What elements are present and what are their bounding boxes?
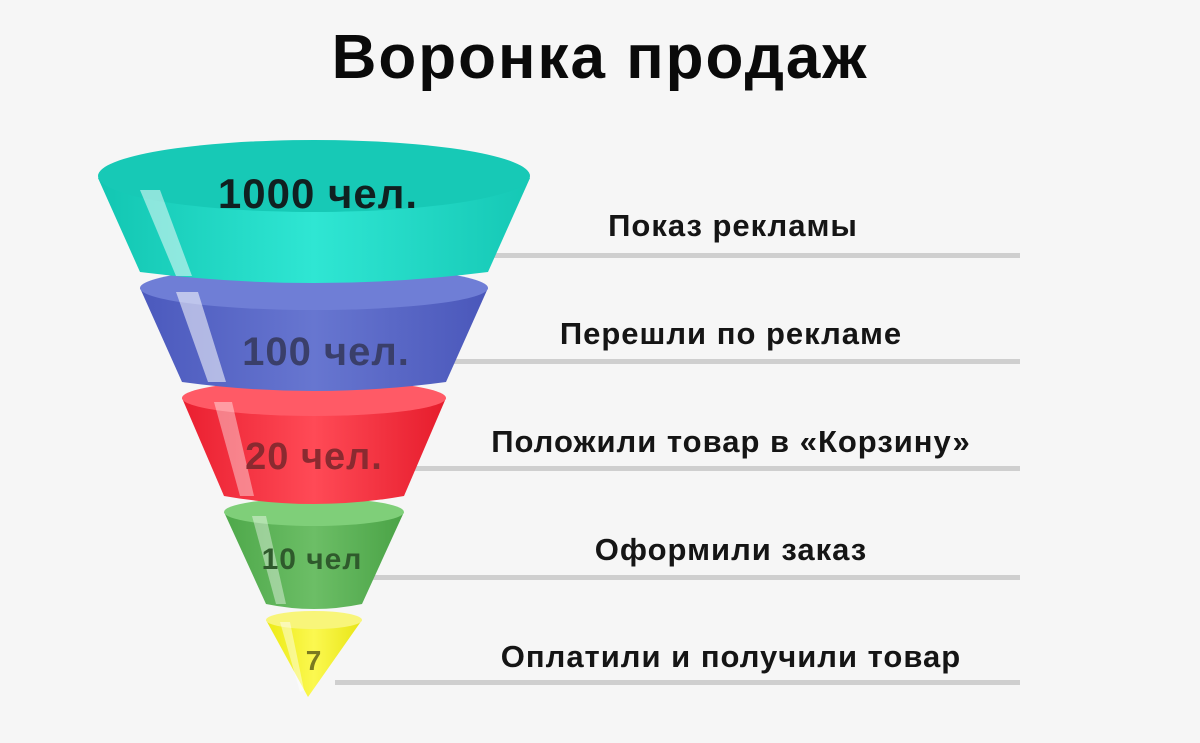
count-label-4: 10 чел xyxy=(261,543,363,576)
stage-label-2: Перешли по рекламе xyxy=(559,316,903,351)
stage-label-3: Положили товар в «Корзину» xyxy=(491,424,971,459)
stage-label-4: Оформили заказ xyxy=(594,532,868,567)
stage-label-5: Оплатили и получили товар xyxy=(500,639,962,674)
stage-label-1: Показ рекламы xyxy=(608,208,858,243)
funnel-segment-1 xyxy=(98,140,530,283)
connector-line xyxy=(440,359,1020,364)
page-title: Воронка продаж xyxy=(331,23,869,92)
connector-line xyxy=(405,466,1020,471)
count-label-1: 1000 чел. xyxy=(217,170,419,217)
funnel-segment-5 xyxy=(266,611,362,697)
connector-line xyxy=(370,575,1020,580)
connector-line xyxy=(470,253,1020,258)
count-label-3: 20 чел. xyxy=(245,436,383,478)
funnel-segment-4 xyxy=(224,498,404,609)
count-label-2: 100 чел. xyxy=(242,330,410,374)
count-label-5: 7 xyxy=(305,645,323,676)
funnel-segment-3 xyxy=(182,380,446,504)
connector-line xyxy=(335,680,1020,685)
connector-lines xyxy=(335,253,1020,685)
